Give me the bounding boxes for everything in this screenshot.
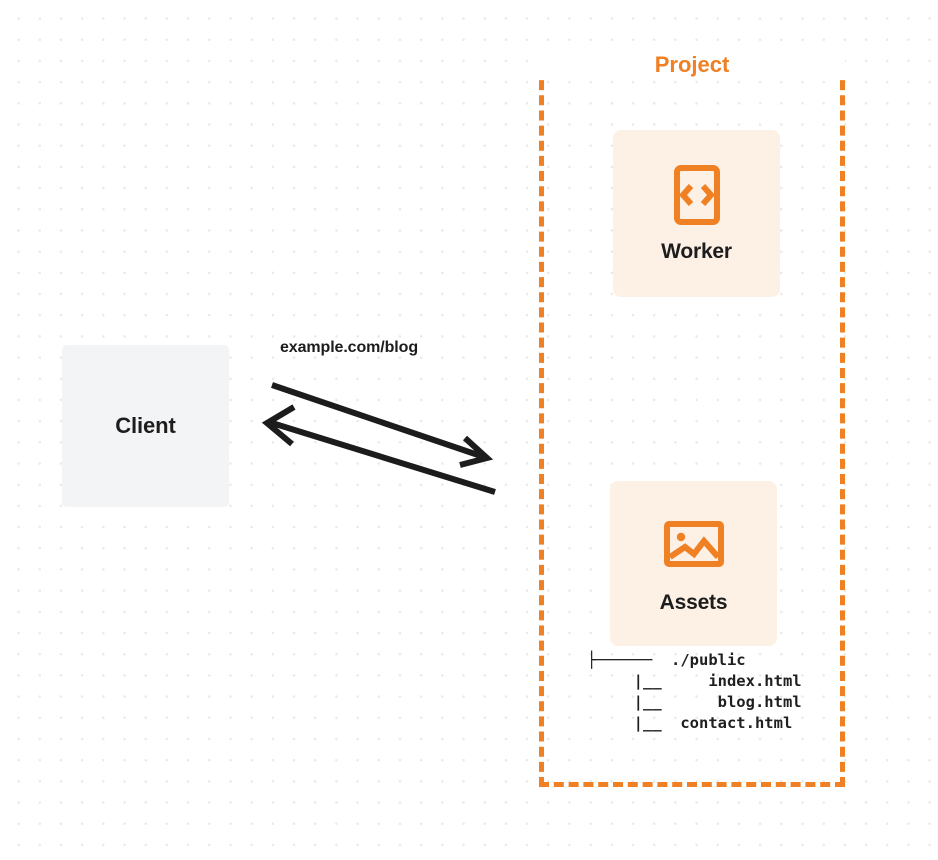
assets-card[interactable]: Assets: [610, 481, 777, 646]
project-title-text: Project: [649, 52, 735, 77]
file-tree-line: ├────── ./public: [587, 651, 746, 669]
project-title: Project: [539, 50, 845, 80]
client-label: Client: [115, 413, 176, 438]
connector-arrows: [261, 382, 496, 495]
worker-card-label: Worker: [661, 239, 732, 263]
file-tree-line: |__ index.html: [587, 672, 802, 690]
code-brackets-icon: [673, 164, 720, 225]
response-arrow-icon: [261, 404, 496, 495]
file-tree-line: |__ contact.html: [587, 714, 793, 732]
client-node[interactable]: Client: [62, 345, 229, 507]
connector-url-label: example.com/blog: [280, 339, 418, 356]
assets-file-tree: ├────── ./public |__ index.html |__ blog…: [587, 650, 802, 734]
file-tree-line: |__ blog.html: [587, 693, 802, 711]
assets-card-label: Assets: [659, 590, 728, 614]
request-arrow-icon: [271, 382, 494, 468]
worker-card[interactable]: Worker: [613, 130, 780, 297]
image-photo-icon: [663, 520, 724, 567]
